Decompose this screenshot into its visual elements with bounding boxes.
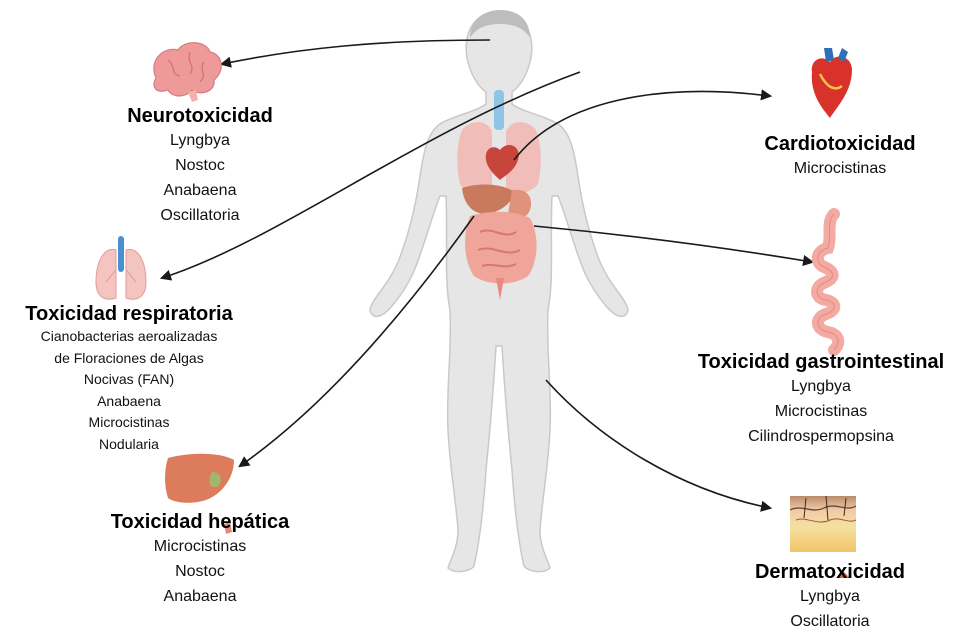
cardiotoxicity-group: Cardiotoxicidad Microcistinas <box>740 132 940 181</box>
dermatotoxicity-item: Lyngbya <box>730 584 930 609</box>
neurotoxicity-item: Anabaena <box>100 178 300 203</box>
trachea-shape <box>494 90 504 130</box>
hepatic-toxicity-item: Nostoc <box>90 559 310 584</box>
hepatic-toxicity-item: Anabaena <box>90 584 310 609</box>
gastrointestinal-toxicity-group: Toxicidad gastrointestinal Lyngbya Micro… <box>676 350 966 449</box>
respiratory-toxicity-item: Nodularia <box>4 434 254 456</box>
neurotoxicity-item: Nostoc <box>100 153 300 178</box>
human-body-figure <box>370 10 628 572</box>
hepatic-toxicity-group: Toxicidad hepática Microcistinas Nostoc … <box>90 510 310 609</box>
lungs-icon <box>96 236 146 299</box>
respiratory-toxicity-item: Nocivas (FAN) <box>4 369 254 391</box>
hepatic-toxicity-title: Toxicidad hepática <box>90 510 310 534</box>
brain-icon <box>154 43 221 102</box>
heart-icon <box>812 48 852 118</box>
arrow-to-brain <box>222 40 490 64</box>
neurotoxicity-group: Neurotoxicidad Lyngbya Nostoc Anabaena O… <box>100 104 300 228</box>
respiratory-toxicity-item: Microcistinas <box>4 412 254 434</box>
dermatotoxicity-item: Oscillatoria <box>730 609 930 634</box>
cardiotoxicity-item: Microcistinas <box>740 156 940 181</box>
dermatotoxicity-title: Dermatoxicidad <box>730 560 930 584</box>
respiratory-toxicity-item: de Floraciones de Algas <box>4 348 254 370</box>
gastrointestinal-toxicity-title: Toxicidad gastrointestinal <box>676 350 966 374</box>
hepatic-toxicity-item: Microcistinas <box>90 534 310 559</box>
dermatotoxicity-group: Dermatoxicidad Lyngbya Oscillatoria <box>730 560 930 634</box>
neurotoxicity-item: Lyngbya <box>100 128 300 153</box>
intestine-icon <box>817 214 838 350</box>
respiratory-toxicity-item: Anabaena <box>4 391 254 413</box>
gastrointestinal-toxicity-item: Lyngbya <box>676 374 966 399</box>
arrow-to-liver <box>240 216 474 466</box>
neurotoxicity-item: Oscillatoria <box>100 203 300 228</box>
cardiotoxicity-title: Cardiotoxicidad <box>740 132 940 156</box>
gastrointestinal-toxicity-item: Microcistinas <box>676 399 966 424</box>
neurotoxicity-title: Neurotoxicidad <box>100 104 300 128</box>
respiratory-toxicity-group: Toxicidad respiratoria Cianobacterias ae… <box>4 302 254 455</box>
gastrointestinal-toxicity-item: Cilindrospermopsina <box>676 424 966 449</box>
respiratory-toxicity-title: Toxicidad respiratoria <box>4 302 254 326</box>
respiratory-toxicity-item: Cianobacterias aeroalizadas <box>4 326 254 348</box>
